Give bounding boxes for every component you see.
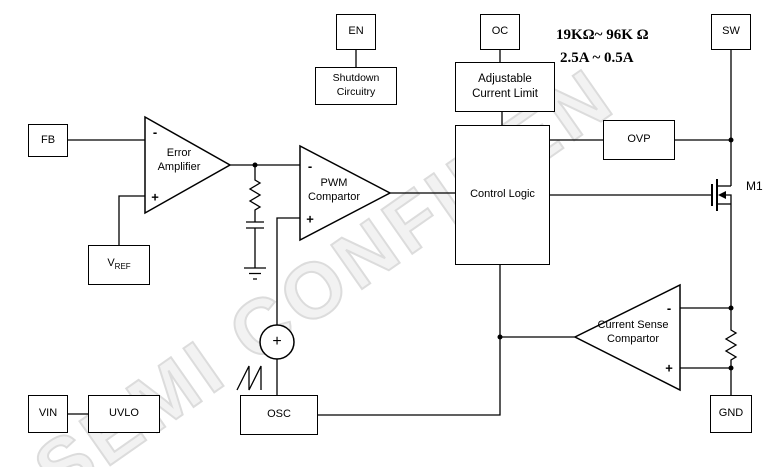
wire-pwmplus-summing [276, 217, 300, 325]
junction-dot [252, 162, 258, 168]
block-acl-line2: Current Limit [472, 88, 538, 100]
error-amplifier-label-line1: Error [166, 147, 192, 159]
junction-dot [728, 365, 734, 371]
block-sw-pin: SW [711, 14, 751, 50]
pwm-comparator-label: PWM Compartor [303, 176, 365, 205]
junction-dot [728, 305, 734, 311]
resistor-range-annotation: 19KΩ~ 96K Ω [556, 27, 649, 43]
cs-comp-minus-input: - [666, 300, 672, 316]
pwm-comp-plus-input: + [306, 211, 314, 227]
current-sense-comparator-triangle [573, 283, 681, 392]
vref-subscript: REF [114, 262, 131, 272]
block-acl-label: Adjustable Current Limit [472, 72, 538, 102]
block-control-logic: Control Logic [455, 125, 550, 265]
sawtooth-icon [236, 365, 262, 391]
pwm-comparator-label-line2: Compartor [308, 191, 360, 204]
mosfet-m1-symbol [711, 179, 732, 211]
current-range-annotation: 2.5A ~ 0.5A [560, 50, 634, 66]
compensation-capacitor [246, 221, 264, 229]
current-sense-comparator-label: Current Sense Compartor [590, 318, 676, 347]
block-adjustable-current-limit: Adjustable Current Limit [455, 62, 555, 112]
block-ovp-label: OVP [627, 133, 651, 146]
error-amp-minus-input: - [152, 124, 158, 140]
mosfet-label: M1 [746, 179, 763, 193]
cs-comparator-label-line2: Compartor [607, 333, 659, 346]
block-sw-label: SW [722, 25, 740, 38]
block-osc-label: OSC [267, 408, 291, 421]
error-amplifier-triangle [144, 115, 232, 215]
block-shutdown-label: Shutdown Circuitry [333, 72, 380, 99]
mosfet-body-tie [726, 194, 732, 204]
junction-dot [497, 334, 503, 340]
block-control-logic-label: Control Logic [470, 188, 535, 201]
rail-sense-resistor [724, 204, 738, 395]
error-amplifier-label: Error Amplifier [146, 146, 212, 175]
pwm-comparator-label-line1: PWM [320, 177, 348, 189]
block-acl-line1: Adjustable [478, 73, 532, 86]
cs-comp-plus-input: + [665, 360, 673, 376]
vref-label: VREF [107, 257, 130, 272]
wire-controllogic-osc [318, 265, 501, 416]
compensation-resistor [248, 165, 262, 222]
vref-main: V [107, 257, 115, 270]
block-fb-pin: FB [28, 124, 68, 157]
block-oc: OC [480, 14, 520, 50]
block-gnd-label: GND [718, 407, 744, 420]
block-oc-label: OC [491, 25, 509, 38]
block-osc: OSC [240, 395, 318, 435]
block-vin-label: VIN [38, 407, 58, 420]
block-vin-pin: VIN [28, 395, 68, 433]
block-shutdown-line2: Circuitry [336, 86, 376, 98]
block-en-label: EN [348, 25, 364, 38]
mosfet-body-arrow [718, 191, 726, 199]
ground-symbol [244, 267, 266, 280]
block-shutdown-circuitry: Shutdown Circuitry [315, 67, 397, 105]
pwm-comparator-triangle [299, 144, 392, 242]
block-ovp: OVP [603, 120, 675, 160]
block-en: EN [336, 14, 376, 50]
pwm-comp-minus-input: - [307, 158, 313, 174]
summing-node-plus: + [272, 333, 282, 350]
error-amp-plus-input: + [151, 189, 159, 205]
cs-comparator-label-line1: Current Sense [597, 319, 669, 331]
block-fb-label: FB [40, 133, 56, 146]
junction-dot [728, 137, 734, 143]
summing-node-circle [259, 324, 295, 360]
block-gnd-pin: GND [710, 395, 752, 433]
error-amplifier-label-line2: Amplifier [157, 161, 201, 174]
block-vref: VREF [88, 245, 150, 285]
block-uvlo: UVLO [88, 395, 160, 433]
wire-vref-erroramp [118, 195, 145, 245]
block-uvlo-label: UVLO [109, 407, 139, 420]
block-shutdown-line1: Shutdown [332, 72, 380, 85]
